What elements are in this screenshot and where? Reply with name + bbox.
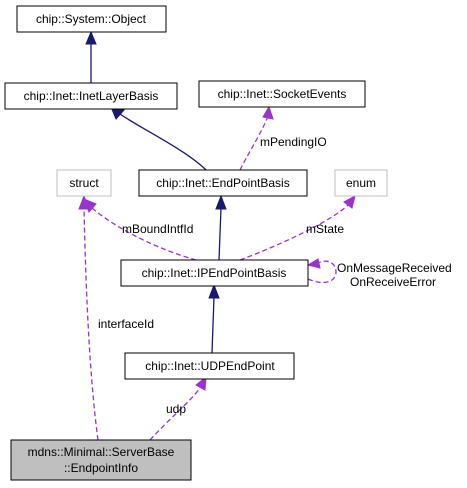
edge-endpointbasis-to-inetlayerbasis (110, 106, 207, 171)
edge-socketevents-to-endpointbasis (239, 105, 274, 171)
edge-label-mstate: mState (306, 222, 344, 236)
node-inet-layer-basis[interactable]: chip::Inet::InetLayerBasis (4, 82, 178, 110)
svg-text:chip::Inet::IPEndPointBasis: chip::Inet::IPEndPointBasis (142, 266, 287, 280)
node-struct: struct (56, 169, 112, 197)
edge-enum-to-ipendpointbasis (239, 195, 356, 261)
svg-text:chip::System::Object: chip::System::Object (36, 12, 147, 26)
node-socket-events[interactable]: chip::Inet::SocketEvents (198, 80, 366, 108)
edge-label-onreceiveerror: OnReceiveError (350, 275, 436, 289)
endpoint-info-line2: ::EndpointInfo (64, 461, 138, 475)
svg-text:chip::Inet::SocketEvents: chip::Inet::SocketEvents (218, 87, 347, 101)
svg-text:chip::Inet::EndPointBasis: chip::Inet::EndPointBasis (156, 176, 289, 190)
edge-udpendpoint-to-ipendpointbasis (208, 283, 220, 354)
node-enum: enum (334, 169, 388, 197)
svg-text:enum: enum (346, 176, 376, 190)
edge-label-udp: udp (166, 402, 186, 416)
edge-label-onmessagereceived: OnMessageReceived (337, 261, 452, 275)
edge-ipendpointbasis-to-endpointbasis (215, 194, 227, 261)
endpoint-info-line1: mdns::Minimal::ServerBase (28, 445, 175, 459)
edge-ipendpointbasis-self-loop (306, 258, 337, 284)
edge-inetlayerbasis-to-systemobject (85, 30, 97, 83)
edge-label-interfaceid: interfaceId (98, 317, 154, 331)
edge-label-mpendingio: mPendingIO (260, 135, 327, 149)
node-system-object[interactable]: chip::System::Object (16, 5, 167, 33)
node-udp-endpoint[interactable]: chip::Inet::UDPEndPoint (124, 352, 295, 380)
edge-struct-to-endpointinfo (78, 194, 99, 441)
edge-udpendpoint-to-endpointinfo (149, 375, 207, 441)
edge-label-mboundintfid: mBoundIntfId (122, 222, 193, 236)
svg-text:struct: struct (69, 176, 99, 190)
svg-text:chip::Inet::UDPEndPoint: chip::Inet::UDPEndPoint (145, 359, 275, 373)
svg-text:chip::Inet::InetLayerBasis: chip::Inet::InetLayerBasis (24, 89, 159, 103)
node-endpoint-basis[interactable]: chip::Inet::EndPointBasis (138, 169, 308, 197)
node-ip-endpoint-basis[interactable]: chip::Inet::IPEndPointBasis (120, 259, 309, 287)
node-endpoint-info: mdns::Minimal::ServerBase ::EndpointInfo (10, 439, 192, 481)
